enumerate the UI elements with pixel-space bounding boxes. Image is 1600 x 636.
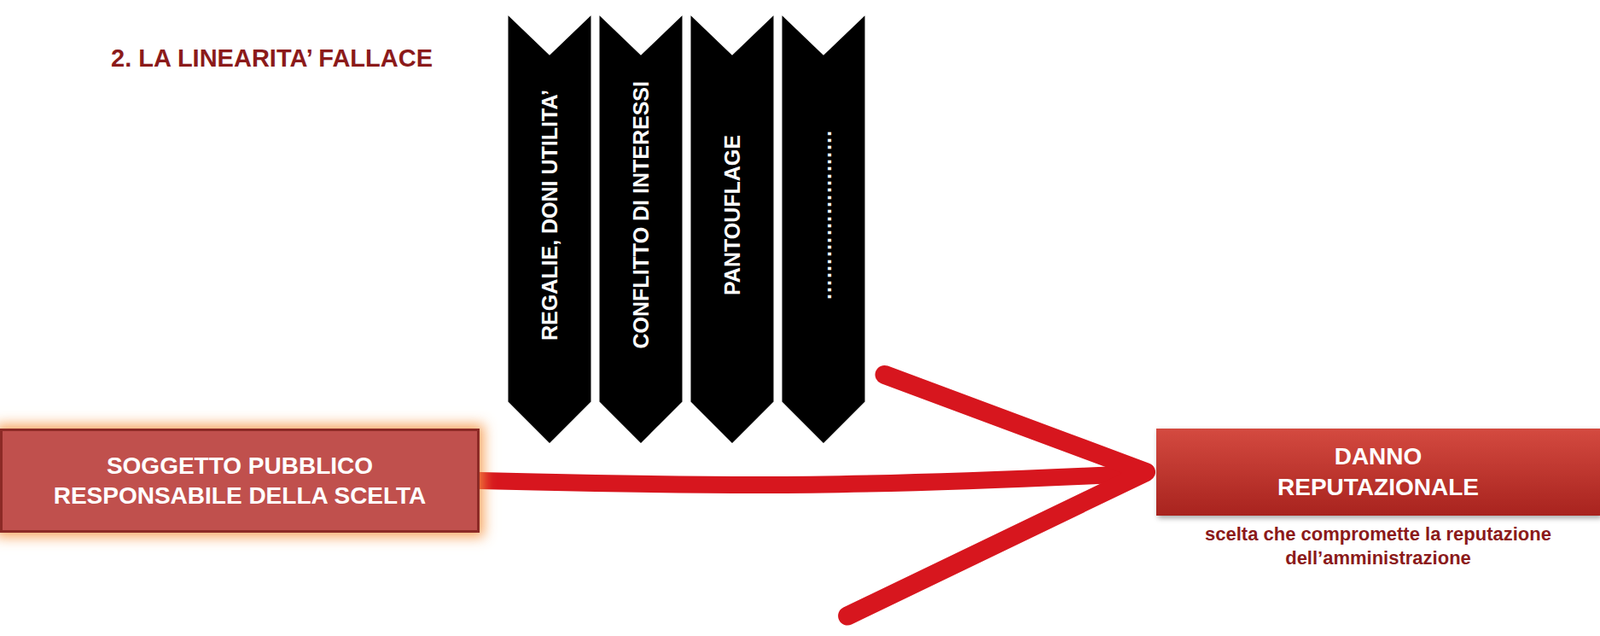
diagram-title: 2. LA LINEARITA’ FALLACE <box>110 44 433 73</box>
factor-label: …………………… <box>813 129 835 301</box>
factor-label: PANTOUFLAGE <box>721 134 744 296</box>
chevron-text-wrap: …………………… <box>775 39 872 391</box>
arrow-shaft <box>479 473 1138 485</box>
chevron-text-wrap: REGALIE, DONI UTILITA’ <box>501 39 598 391</box>
subject-label: SOGGETTO PUBBLICO RESPONSABILE DELLA SCE… <box>13 450 466 511</box>
factor-chevron: CONFLITTO DI INTERESSI <box>593 5 689 451</box>
chevron-text-wrap: PANTOUFLAGE <box>684 39 780 391</box>
factor-chevron: PANTOUFLAGE <box>684 5 780 451</box>
factor-label: CONFLITTO DI INTERESSI <box>630 81 652 349</box>
factor-label: REGALIE, DONI UTILITA’ <box>539 89 561 341</box>
outcome-note: scelta che compromette la reputazione de… <box>1181 522 1575 570</box>
outcome-box: DANNO REPUTAZIONALEscelta che compromett… <box>1156 428 1600 516</box>
chevron-outline <box>687 8 777 448</box>
subject-box: SOGGETTO PUBBLICO RESPONSABILE DELLA SCE… <box>0 428 480 533</box>
factor-chevron: REGALIE, DONI UTILITA’ <box>501 5 598 451</box>
chevron-outline <box>779 8 868 448</box>
chevron-outline <box>505 8 594 448</box>
chevron-outline <box>596 8 686 448</box>
arrow-head <box>847 374 1147 617</box>
outcome-label: DANNO REPUTAZIONALE <box>1250 441 1507 504</box>
chevron-text-wrap: CONFLITTO DI INTERESSI <box>593 39 689 391</box>
factor-chevron: …………………… <box>775 5 872 451</box>
